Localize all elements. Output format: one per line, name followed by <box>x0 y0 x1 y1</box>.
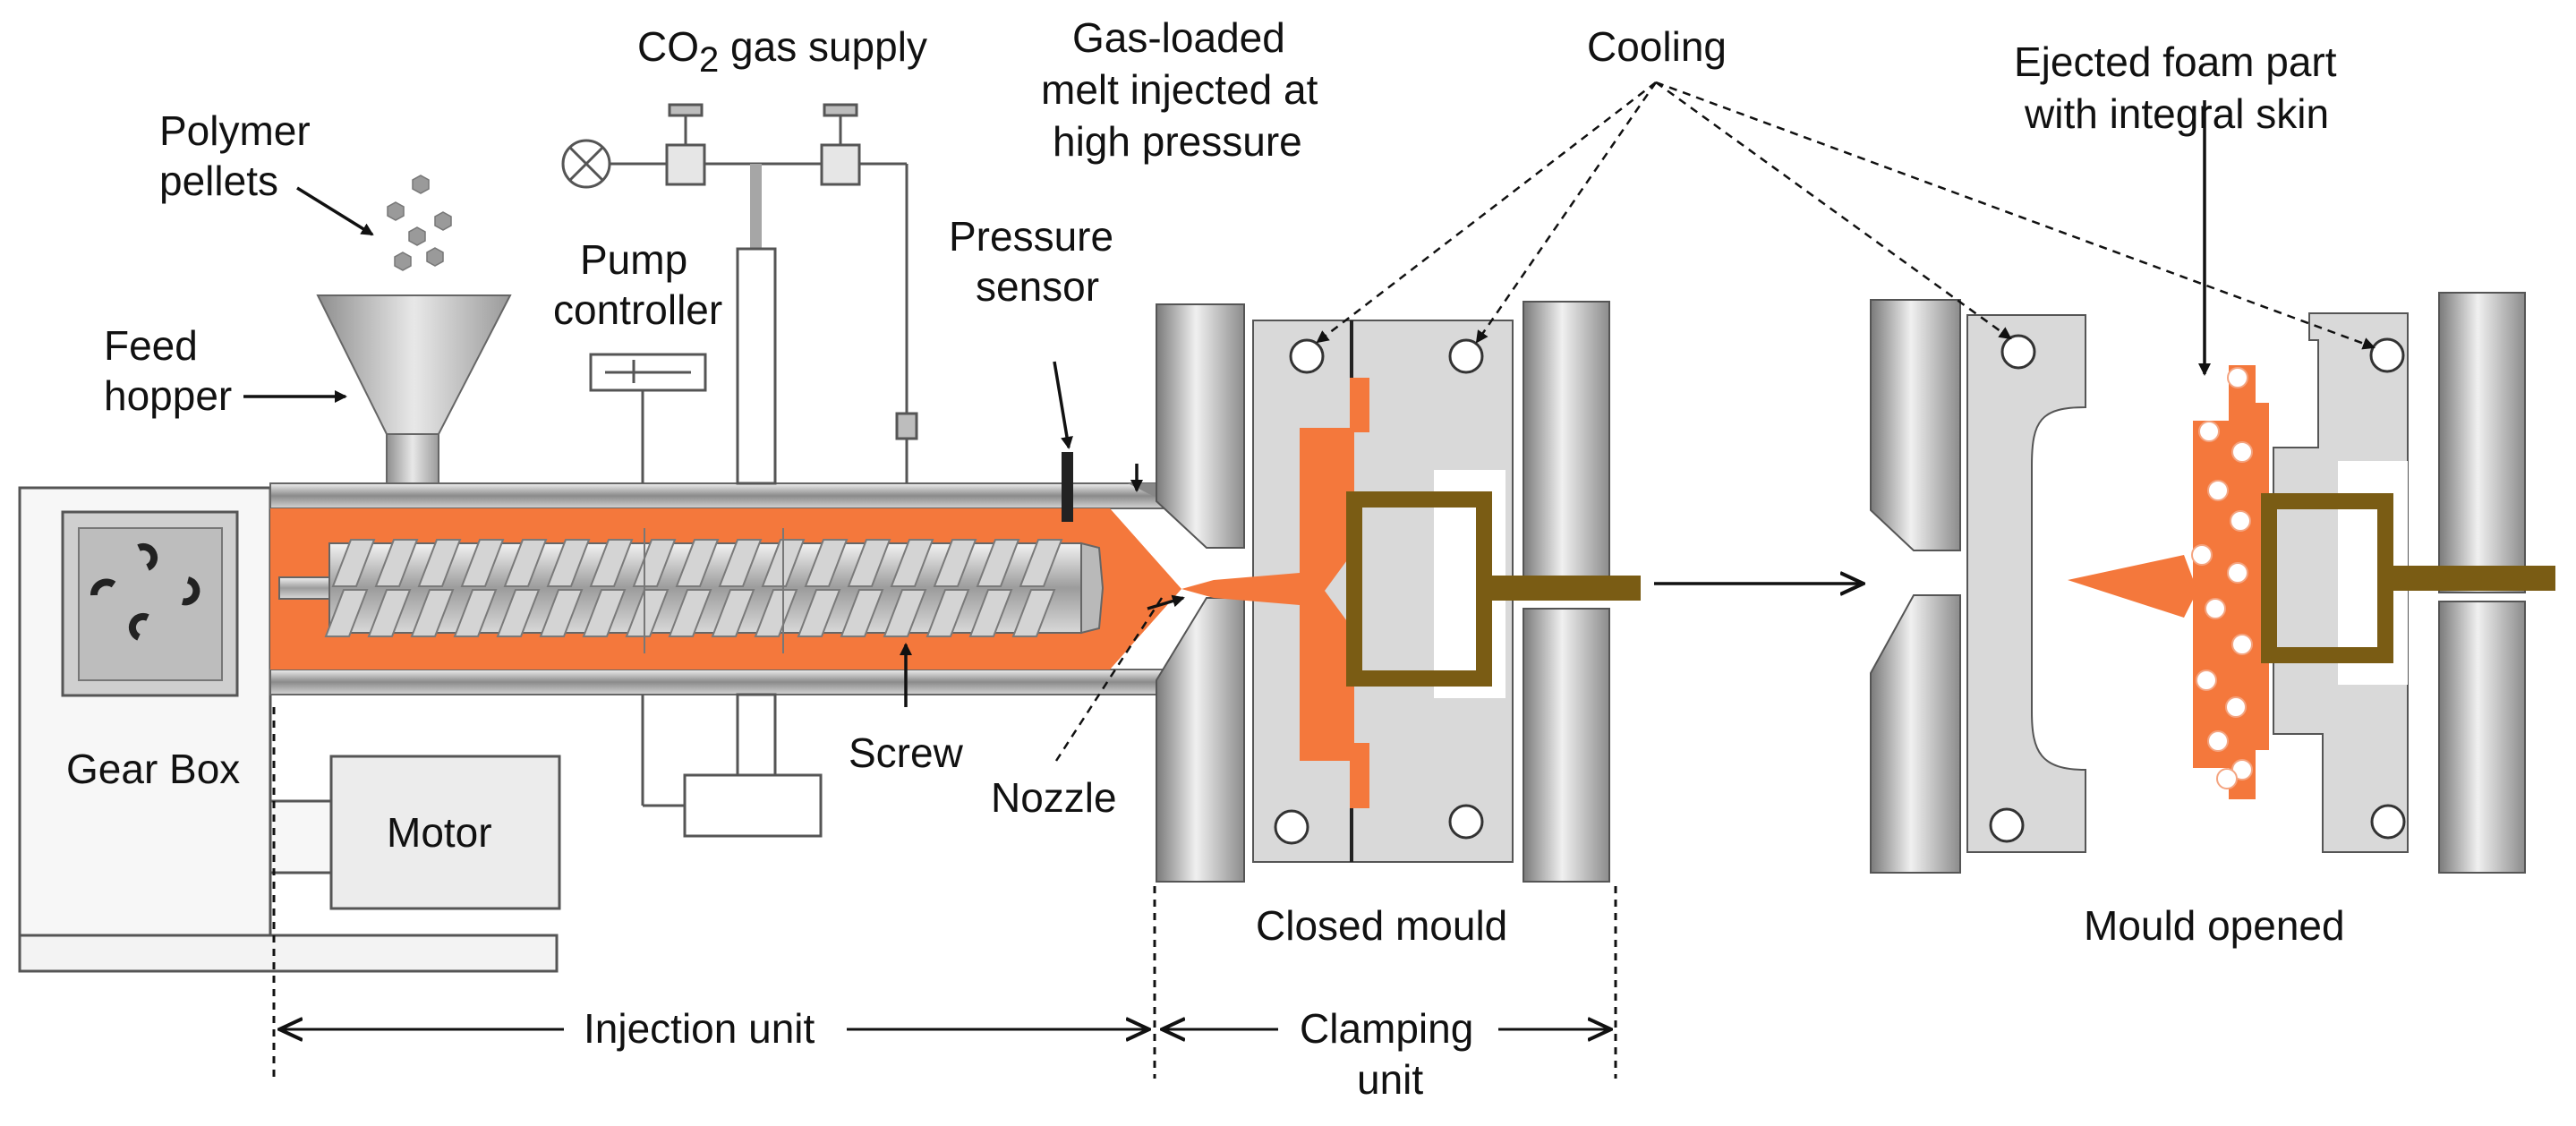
closed-mould-label: Closed mould <box>1256 902 1507 949</box>
foam-bubble <box>2216 768 2238 789</box>
polymer-pellets <box>387 175 452 271</box>
clamping-unit-label: Clamping <box>1300 1005 1473 1052</box>
pressure-sensor-label: Pressure <box>949 213 1113 260</box>
gas-loaded-melt-label-3: high pressure <box>1053 118 1302 165</box>
screw-flight <box>625 539 677 637</box>
closed-mould <box>1156 301 1641 883</box>
screw-flight <box>883 539 934 637</box>
nozzle-label: Nozzle <box>991 774 1117 821</box>
pressure-sensor <box>1062 452 1073 522</box>
screw-label: Screw <box>849 729 964 776</box>
polymer-pellets-label-2: pellets <box>159 158 278 204</box>
foam-bubble <box>2205 598 2226 619</box>
foam-bubble <box>2230 510 2251 532</box>
feed-hopper-label-2: hopper <box>104 372 232 419</box>
gear-box: Gear Box <box>18 486 272 937</box>
foam-bubble <box>2227 367 2248 388</box>
motor: Motor <box>269 755 561 910</box>
screw-flight <box>1011 539 1063 637</box>
feed-hopper-label: Feed <box>104 322 198 369</box>
ejected-foam-part-label: Ejected foam part <box>2014 38 2337 85</box>
co2-supply-label: CO2 gas supply <box>637 23 927 80</box>
pump-controller-label: Pump <box>580 236 687 283</box>
foam-bubble <box>2207 730 2229 752</box>
screw-flight <box>711 539 763 637</box>
machine-base <box>18 934 559 973</box>
screw-flight <box>496 539 548 637</box>
foam-bubble <box>2198 421 2220 442</box>
screw-flight <box>453 539 505 637</box>
foam-bubble <box>2191 544 2213 566</box>
screw-flight <box>367 539 419 637</box>
polymer-pellets-label: Polymer <box>159 107 311 154</box>
co2-supply-system <box>561 103 918 838</box>
gear-tooth-icon <box>137 542 158 571</box>
foam-bubble <box>2231 634 2253 655</box>
cooling-label: Cooling <box>1587 23 1727 70</box>
leader-lines <box>243 100 2211 707</box>
screw-flight <box>539 539 591 637</box>
screw <box>278 528 1105 653</box>
foam-bubble <box>2207 480 2229 501</box>
ejected-foam-part-label-2: with integral skin <box>2024 90 2329 137</box>
screw-flight <box>410 539 462 637</box>
mould-opened-label: Mould opened <box>2084 902 2345 949</box>
screw-flight <box>968 539 1020 637</box>
foam-bubble <box>2225 696 2247 718</box>
screw-flight <box>840 539 891 637</box>
screw-flight <box>324 539 376 637</box>
foam-bubble <box>2231 441 2253 463</box>
clamping-unit-label-2: unit <box>1357 1056 1423 1103</box>
feed-hopper <box>316 294 512 484</box>
gas-loaded-melt-label: Gas-loaded <box>1072 14 1285 61</box>
dimension-lines <box>272 707 1617 1079</box>
injection-unit-label: Injection unit <box>584 1005 815 1052</box>
screw-flight <box>668 539 720 637</box>
cooling-leaders <box>1054 81 2376 762</box>
pressure-sensor-label-2: sensor <box>976 263 1099 310</box>
gear-box-label: Gear Box <box>66 746 240 792</box>
opened-mould <box>1870 292 2555 874</box>
motor-label: Motor <box>387 809 492 856</box>
screw-flight <box>925 539 977 637</box>
foam-bubble <box>2196 670 2217 691</box>
pump-controller-label-2: controller <box>553 286 722 333</box>
screw-flight <box>797 539 849 637</box>
foam-bubble <box>2227 562 2248 584</box>
gas-loaded-melt-label-2: melt injected at <box>1041 66 1318 113</box>
screw-flight <box>582 539 634 637</box>
screw-flight <box>754 539 806 637</box>
